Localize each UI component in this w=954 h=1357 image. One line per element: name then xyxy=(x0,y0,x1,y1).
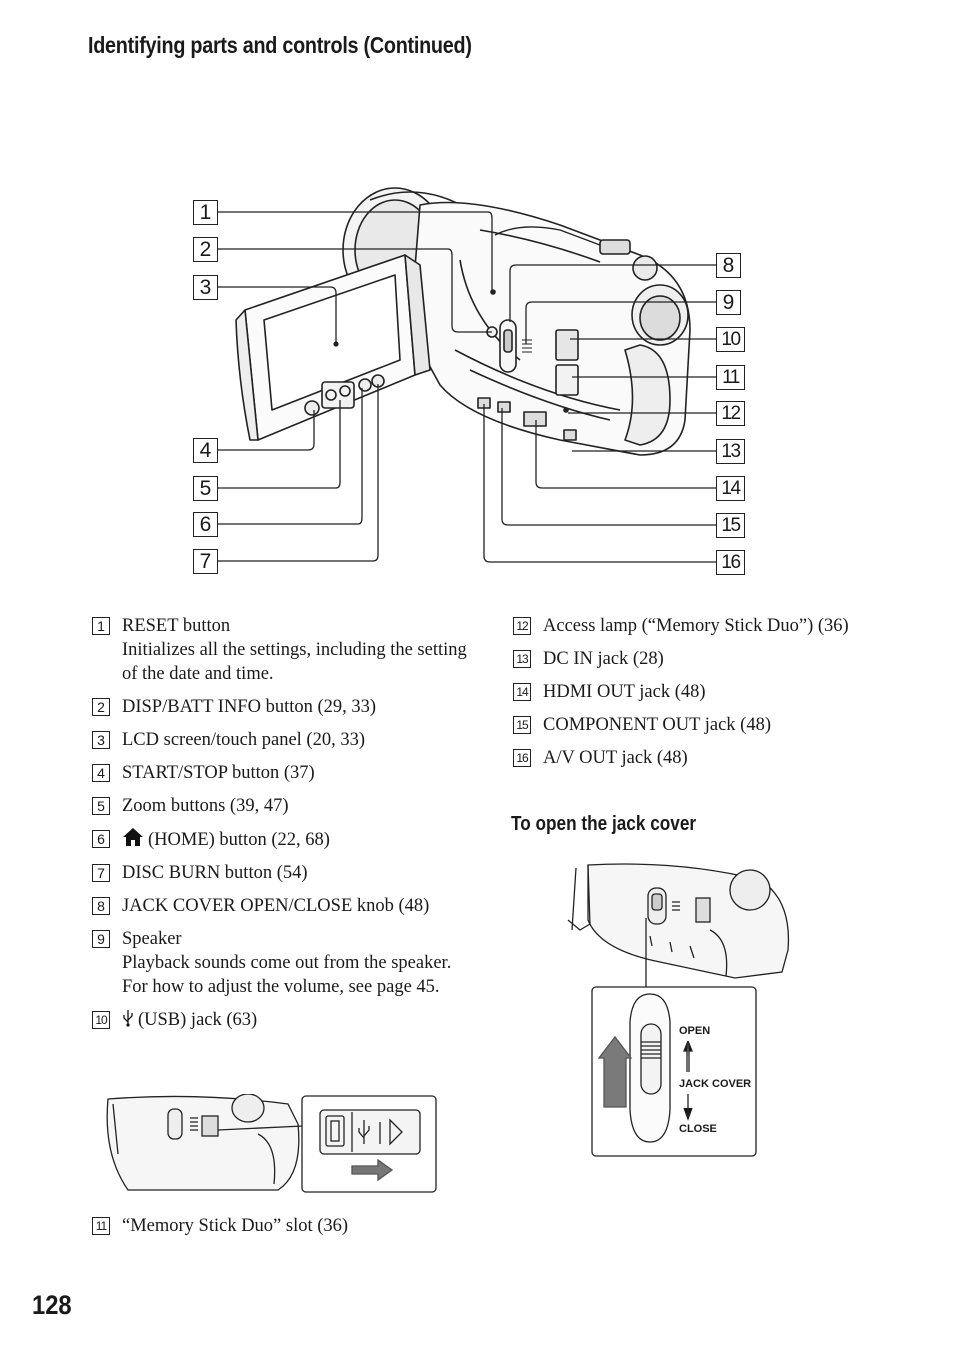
list-item: 11 “Memory Stick Duo” slot (36) xyxy=(92,1214,472,1238)
item-description: Initializes all the settings, including … xyxy=(122,640,467,684)
home-icon xyxy=(123,828,143,846)
item-label: JACK COVER OPEN/CLOSE knob (48) xyxy=(122,896,430,916)
item-number: 8 xyxy=(92,897,110,915)
item-number: 11 xyxy=(92,1217,110,1235)
item-number: 6 xyxy=(92,830,110,848)
item-number: 3 xyxy=(92,731,110,749)
item-label: DC IN jack (28) xyxy=(543,649,664,669)
callout-3: 3 xyxy=(193,275,218,300)
callout-2: 2 xyxy=(193,237,218,262)
item-label: (USB) jack (63) xyxy=(138,1010,258,1030)
item-label: LCD screen/touch panel (20, 33) xyxy=(122,730,365,750)
item-label: Zoom buttons (39, 47) xyxy=(122,796,289,816)
item-number: 14 xyxy=(513,683,531,701)
parts-list-right: 12 Access lamp (“Memory Stick Duo”) (36)… xyxy=(513,614,873,779)
item-label: START/STOP button (37) xyxy=(122,763,315,783)
item-number: 12 xyxy=(513,617,531,635)
callout-1: 1 xyxy=(193,200,218,225)
item-number: 5 xyxy=(92,797,110,815)
list-item: 2 DISP/BATT INFO button (29, 33) xyxy=(92,695,472,719)
callout-9: 9 xyxy=(716,290,741,315)
list-item: 15 COMPONENT OUT jack (48) xyxy=(513,713,873,737)
callout-16: 16 xyxy=(716,550,745,575)
page-number: 128 xyxy=(32,1290,72,1320)
callout-12: 12 xyxy=(716,401,745,426)
jack-cover-title: To open the jack cover xyxy=(511,813,697,835)
list-item: 8 JACK COVER OPEN/CLOSE knob (48) xyxy=(92,894,472,918)
open-label: OPEN xyxy=(679,1025,711,1037)
item-label: Access lamp (“Memory Stick Duo”) (36) xyxy=(543,616,849,636)
item-number: 16 xyxy=(513,749,531,767)
list-item: 4 START/STOP button (37) xyxy=(92,761,472,785)
parts-list-left: 1 RESET button Initializes all the setti… xyxy=(92,614,472,1041)
list-item: 16 A/V OUT jack (48) xyxy=(513,746,873,770)
list-item: 14 HDMI OUT jack (48) xyxy=(513,680,873,704)
item-number: 1 xyxy=(92,617,110,635)
list-item: 3 LCD screen/touch panel (20, 33) xyxy=(92,728,472,752)
usb-jack-illustration xyxy=(106,1094,437,1193)
item-label: Speaker xyxy=(122,929,182,949)
list-item: 13 DC IN jack (28) xyxy=(513,647,873,671)
callout-13: 13 xyxy=(716,439,745,464)
item-label: DISP/BATT INFO button (29, 33) xyxy=(122,697,377,717)
item-number: 9 xyxy=(92,930,110,948)
callout-8: 8 xyxy=(716,253,741,278)
item-label: (HOME) button (22, 68) xyxy=(148,830,330,850)
item-number: 13 xyxy=(513,650,531,668)
item-description: Playback sounds come out from the speake… xyxy=(122,953,452,997)
callout-5: 5 xyxy=(193,476,218,501)
callout-6: 6 xyxy=(193,512,218,537)
item-label: DISC BURN button (54) xyxy=(122,863,308,883)
list-item: 1 RESET button Initializes all the setti… xyxy=(92,614,472,686)
item-label: COMPONENT OUT jack (48) xyxy=(543,715,771,735)
item-number: 15 xyxy=(513,716,531,734)
item-number: 2 xyxy=(92,698,110,716)
item-label: A/V OUT jack (48) xyxy=(543,748,688,768)
item-label: HDMI OUT jack (48) xyxy=(543,682,706,702)
camera-diagram xyxy=(218,187,716,563)
jack-cover-label: JACK COVER xyxy=(679,1078,752,1090)
callout-4: 4 xyxy=(193,438,218,463)
parts-list-left-continued: 11 “Memory Stick Duo” slot (36) xyxy=(92,1214,472,1247)
usb-icon xyxy=(123,1010,133,1027)
callout-11: 11 xyxy=(716,365,745,390)
list-item: 5 Zoom buttons (39, 47) xyxy=(92,794,472,818)
callout-7: 7 xyxy=(193,549,218,574)
list-item: 9 Speaker Playback sounds come out from … xyxy=(92,927,472,999)
item-number: 10 xyxy=(92,1011,110,1029)
list-item: 7 DISC BURN button (54) xyxy=(92,861,472,885)
callout-10: 10 xyxy=(716,327,745,352)
item-label: RESET button xyxy=(122,616,231,636)
callout-15: 15 xyxy=(716,513,745,538)
list-item: 12 Access lamp (“Memory Stick Duo”) (36) xyxy=(513,614,873,638)
item-number: 4 xyxy=(92,764,110,782)
item-label: “Memory Stick Duo” slot (36) xyxy=(122,1216,349,1236)
callout-14: 14 xyxy=(716,476,745,501)
section-title: Identifying parts and controls (Continue… xyxy=(88,32,472,58)
jack-cover-illustration xyxy=(567,863,790,1157)
item-number: 7 xyxy=(92,864,110,882)
list-item: 6 (HOME) button (22, 68) xyxy=(92,827,472,852)
list-item: 10 (USB) jack (63) xyxy=(92,1008,472,1032)
close-label: CLOSE xyxy=(679,1123,717,1135)
